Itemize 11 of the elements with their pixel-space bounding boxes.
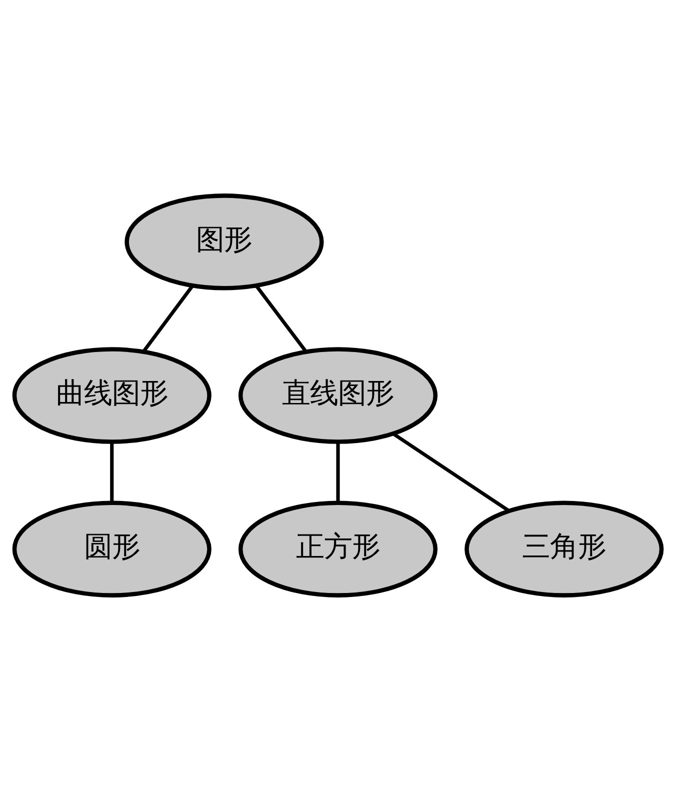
node-ellipse: 三角形 — [464, 500, 664, 598]
node-ellipse: 正方形 — [238, 500, 438, 598]
node-ellipse: 直线图形 — [238, 347, 438, 444]
connector — [392, 432, 510, 512]
connector — [254, 284, 308, 353]
connector — [142, 284, 194, 353]
connector — [336, 442, 340, 503]
node-ellipse: 曲线图形 — [12, 347, 212, 444]
node-ellipse: 图形 — [124, 194, 324, 290]
connector — [110, 442, 114, 503]
node-ellipse: 圆形 — [12, 500, 212, 598]
